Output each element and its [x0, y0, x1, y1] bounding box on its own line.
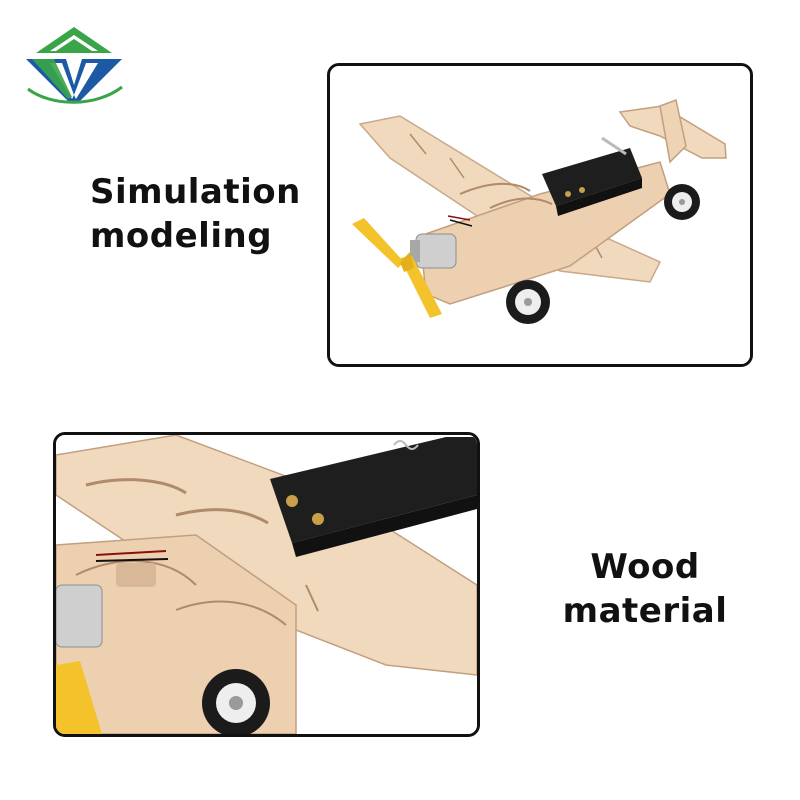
feature-caption-simulation: Simulation modeling [90, 170, 301, 258]
wooden-airplane-photo [330, 66, 750, 364]
caption-line: Simulation [90, 172, 301, 212]
feature-photo-frame-2 [53, 432, 480, 737]
wooden-airplane-closeup-photo [56, 435, 477, 734]
feature-caption-wood: Wood material [560, 545, 730, 633]
diamond-v-logo-icon [26, 27, 123, 104]
feature-photo-frame-1 [327, 63, 753, 367]
caption-line: modeling [90, 216, 273, 256]
caption-line: material [562, 591, 728, 631]
brand-logo [22, 25, 126, 105]
caption-line: Wood [590, 547, 700, 587]
